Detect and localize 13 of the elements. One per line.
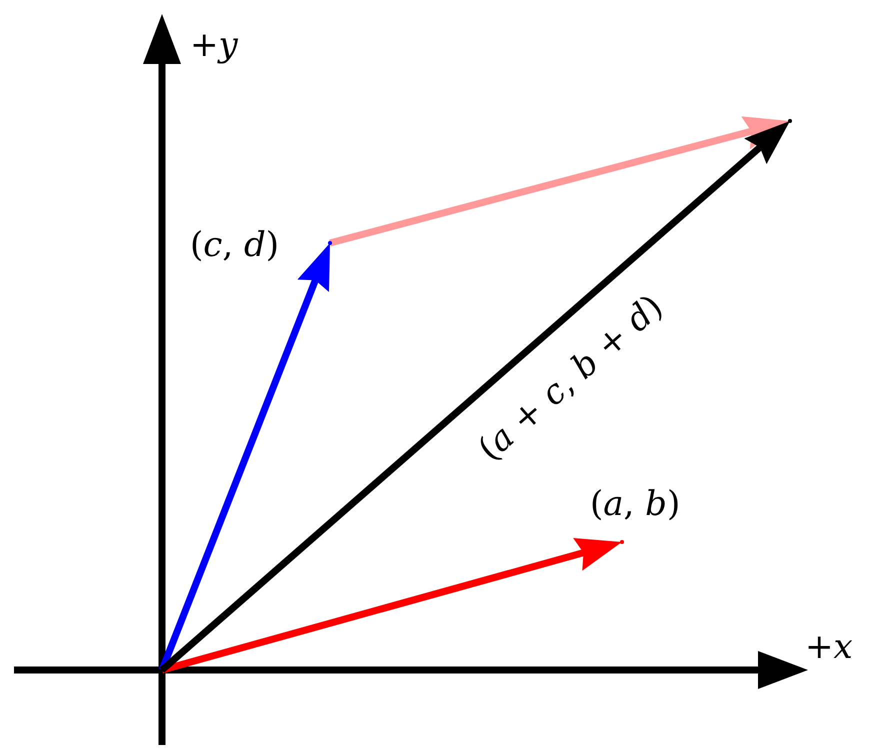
axis-label: +x (805, 630, 853, 664)
vector-arrow (329, 116, 790, 246)
vector-arrow (160, 121, 790, 673)
coordinate-label: (a, b) (590, 487, 680, 521)
axis-label: +y (190, 28, 238, 62)
vector-tip-point (620, 540, 624, 544)
vector-tip-point (328, 241, 332, 245)
origin-point (160, 668, 164, 672)
coordinate-label: (a + c, b + d) (472, 289, 668, 467)
vector-tip-point (788, 119, 792, 123)
vector-arrow (161, 538, 622, 674)
coordinate-label: (c, d) (190, 228, 279, 262)
vector-arrow (158, 243, 330, 672)
